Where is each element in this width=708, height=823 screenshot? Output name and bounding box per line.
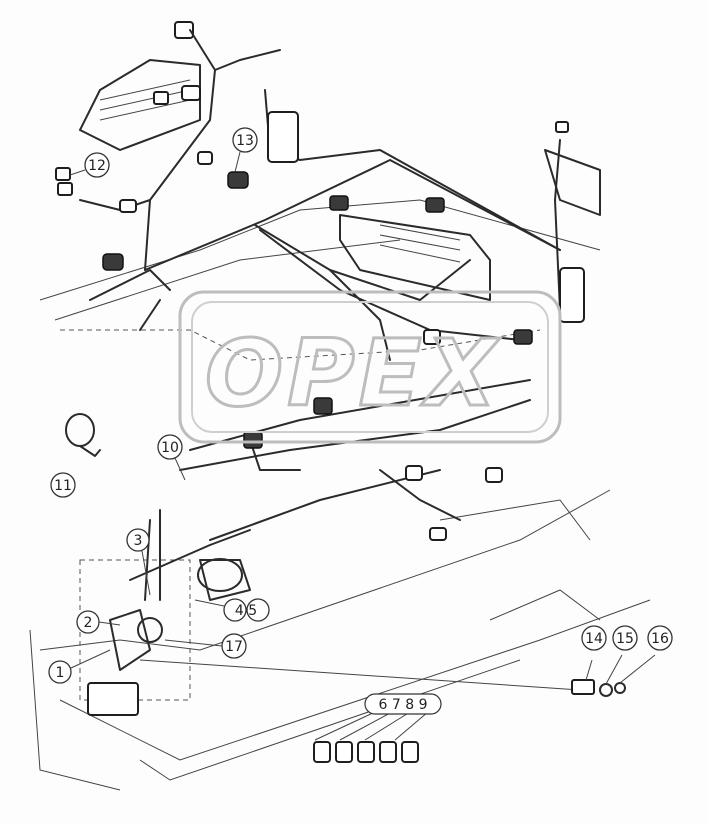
- callout-11: 11: [50, 472, 76, 498]
- rear-relay: [559, 267, 585, 323]
- hose-clamp-part: [65, 413, 101, 457]
- connector-13: [227, 171, 249, 189]
- washer-15: [599, 683, 613, 697]
- svg-text:10: 10: [161, 440, 179, 456]
- callout-2: 2: [76, 610, 121, 634]
- connector-mid: [329, 195, 349, 211]
- connector-lower-left: [243, 431, 263, 449]
- callout-12: 12: [69, 152, 110, 178]
- connector-right: [513, 329, 533, 345]
- connector-lower-right: [405, 465, 423, 481]
- callouts: 12 13 11 10 3 2 1: [48, 127, 673, 715]
- callout-15: 15: [612, 625, 638, 651]
- callout-1: 1: [48, 649, 111, 684]
- fuse-7: [335, 741, 353, 763]
- svg-text:13: 13: [236, 133, 254, 149]
- terminal-parts: [571, 654, 656, 697]
- connector-left: [102, 253, 124, 271]
- watermark-inner-frame: [191, 301, 549, 433]
- battery-box: [87, 682, 139, 716]
- watermark: OPEX: [178, 290, 562, 444]
- svg-text:1: 1: [56, 665, 65, 681]
- svg-text:6 7 8 9: 6 7 8 9: [379, 697, 428, 713]
- svg-text:16: 16: [651, 631, 669, 647]
- connector-right-top: [555, 121, 569, 133]
- fuse-6: [313, 741, 331, 763]
- fuse-set: [313, 711, 429, 763]
- svg-text:4 5: 4 5: [235, 603, 257, 619]
- callout-14: 14: [581, 625, 607, 651]
- svg-text:15: 15: [616, 631, 634, 647]
- harness-connectors: [102, 151, 533, 541]
- connector-upper-left: [119, 199, 137, 213]
- callout-16: 16: [647, 625, 673, 651]
- connector-center: [423, 329, 441, 345]
- callout-4-5: 4 5: [194, 598, 270, 622]
- svg-text:12: 12: [88, 158, 106, 174]
- fuse-8: [357, 741, 375, 763]
- main-harness: [79, 29, 561, 601]
- svg-text:17: 17: [225, 639, 243, 655]
- svg-text:3: 3: [134, 533, 143, 549]
- connector-far-right: [485, 467, 503, 483]
- fuse-9a: [379, 741, 397, 763]
- svg-text:14: 14: [585, 631, 603, 647]
- connector-lower: [313, 397, 333, 415]
- nut-16: [614, 682, 626, 694]
- connector-12: [55, 167, 71, 181]
- relay-panel: [267, 111, 601, 323]
- starter-assembly: [87, 558, 581, 716]
- connector-12b: [57, 182, 73, 196]
- svg-text:2: 2: [84, 615, 93, 631]
- flasher-relay: [267, 111, 299, 163]
- connector-top: [174, 21, 194, 39]
- callout-3: 3: [126, 528, 151, 596]
- connector-mid-right: [425, 197, 445, 213]
- callout-6-9: 6 7 8 9: [364, 693, 442, 715]
- connector-upper: [197, 151, 213, 165]
- connector-panel: [181, 85, 201, 101]
- leader-line-14: [139, 659, 581, 691]
- connector-bottom: [429, 527, 447, 541]
- watermark-frame: [178, 290, 562, 444]
- fuse-9b: [401, 741, 419, 763]
- connector-panel-small: [153, 91, 169, 105]
- svg-text:11: 11: [54, 478, 72, 494]
- terminal-14: [571, 679, 595, 695]
- callout-13: 13: [232, 127, 258, 173]
- instrument-panel: [55, 21, 201, 196]
- callout-10: 10: [157, 434, 186, 481]
- watermark-text: OPEX: [205, 320, 500, 427]
- callout-17: 17: [164, 633, 247, 659]
